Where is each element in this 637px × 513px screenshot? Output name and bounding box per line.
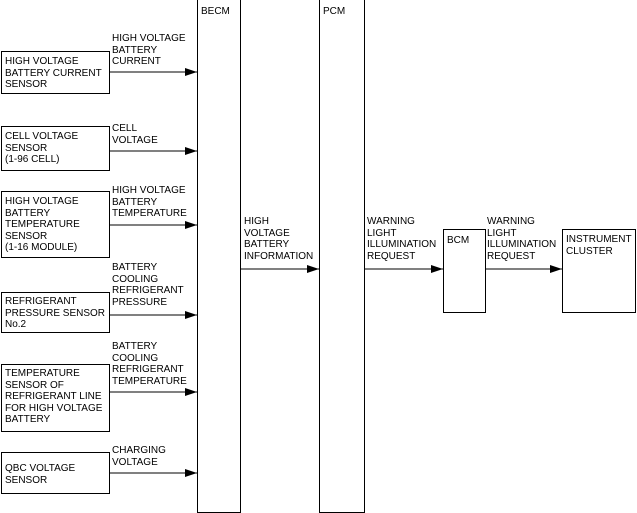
sensor-label: REFRIGERANT PRESSURE SENSOR No.2 [5,296,106,330]
instrument-cluster-label: INSTRUMENT CLUSTER [566,234,632,257]
bcm-label: BCM [447,235,470,246]
sensor-box-refrigerant-pressure: REFRIGERANT PRESSURE SENSOR No.2 [1,292,110,333]
becm-module: BECM [197,0,241,513]
signal-label-current: HIGH VOLTAGE BATTERY CURRENT [112,33,186,67]
instrument-cluster-module: INSTRUMENT CLUSTER [562,229,636,313]
sensor-box-refrigerant-temperature: TEMPERATURE SENSOR OF REFRIGERANT LINE F… [1,364,110,432]
sensor-box-battery-temperature: HIGH VOLTAGE BATTERY TEMPERATURE SENSOR … [1,191,110,258]
signal-label-battery-temperature: HIGH VOLTAGE BATTERY TEMPERATURE [112,185,187,219]
sensor-label: QBC VOLTAGE SENSOR [5,463,76,486]
sensor-box-qbc-voltage: QBC VOLTAGE SENSOR [1,452,110,494]
sensor-box-current: HIGH VOLTAGE BATTERY CURRENT SENSOR [1,51,110,94]
sensor-label: HIGH VOLTAGE BATTERY CURRENT SENSOR [5,56,102,90]
sensor-box-cell-voltage: CELL VOLTAGE SENSOR (1-96 CELL) [1,126,110,171]
becm-label: BECM [201,6,230,17]
signal-label-cell-voltage: CELL VOLTAGE [112,123,158,146]
sensor-label: HIGH VOLTAGE BATTERY TEMPERATURE SENSOR … [5,196,80,253]
pcm-module: PCM [319,0,365,513]
link-label-pcm-to-bcm: WARNING LIGHT ILLUMINATION REQUEST [367,216,437,262]
sensor-label: CELL VOLTAGE SENSOR (1-96 CELL) [5,131,79,165]
bcm-module: BCM [443,229,486,313]
link-label-bcm-to-cluster: WARNING LIGHT ILLUMINATION REQUEST [487,216,557,262]
link-label-becm-to-pcm: HIGH VOLTAGE BATTERY INFORMATION [244,216,314,262]
sensor-label: TEMPERATURE SENSOR OF REFRIGERANT LINE F… [5,368,103,425]
pcm-label: PCM [323,6,346,17]
signal-label-refrigerant-temperature: BATTERY COOLING REFRIGERANT TEMPERATURE [112,341,187,387]
signal-label-refrigerant-pressure: BATTERY COOLING REFRIGERANT PRESSURE [112,262,184,308]
signal-label-charging-voltage: CHARGING VOLTAGE [112,445,166,468]
